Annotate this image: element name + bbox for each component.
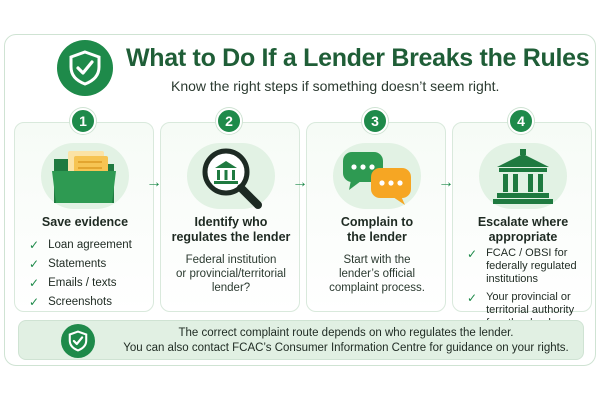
step-number-badge: 2 [216, 108, 242, 134]
page-subtitle: Know the right steps if something doesn’… [171, 78, 500, 94]
evidence-checklist: ✓Loan agreement ✓Statements ✓Emails / te… [29, 236, 132, 312]
step-title: Complain to the lender [340, 215, 414, 244]
arrow-right-icon: → [438, 174, 454, 191]
step-number-badge: 3 [362, 108, 388, 134]
step-number-badge: 1 [70, 108, 96, 134]
check-icon: ✓ [29, 276, 40, 290]
step-description: Federal institution or provincial/territ… [176, 254, 286, 294]
step-card-identify-regulator: Identify who regulates the lender Federa… [160, 122, 300, 312]
step-title: Escalate where appropriate [477, 215, 569, 244]
shield-check-icon [61, 324, 95, 358]
folder-documents-icon [15, 137, 155, 217]
footer-note: The correct complaint route depends on w… [18, 320, 584, 360]
page-title: What to Do If a Lender Breaks the Rules [126, 44, 590, 72]
list-item: ✓ FCAC / OBSI for federally regulated in… [467, 247, 577, 285]
escalation-options: ✓ FCAC / OBSI for federally regulated in… [467, 247, 589, 330]
footer-text: The correct complaint route depends on w… [123, 327, 569, 354]
step-title: Save evidence [41, 215, 129, 229]
step-card-save-evidence: Save evidence ✓Loan agreement ✓Statement… [14, 122, 154, 312]
chat-bubbles-icon [307, 137, 447, 217]
list-item: ✓Statements [29, 255, 132, 274]
shield-check-icon [57, 40, 113, 96]
list-item: ✓Emails / texts [29, 274, 132, 293]
step-description: Start with the lender’s official complai… [329, 254, 425, 294]
government-building-icon [453, 137, 593, 217]
step-card-complain: Complain to the lender Start with the le… [306, 122, 446, 312]
arrow-right-icon: → [292, 174, 308, 191]
list-item: ✓Screenshots [29, 293, 132, 312]
check-icon: ✓ [29, 257, 40, 271]
step-number-badge: 4 [508, 108, 534, 134]
check-icon: ✓ [29, 238, 40, 252]
magnifier-bank-icon [161, 137, 301, 217]
check-icon: ✓ [467, 247, 478, 261]
step-card-escalate: Escalate where appropriate ✓ FCAC / OBSI… [452, 122, 593, 329]
list-item: ✓Loan agreement [29, 236, 132, 255]
check-icon: ✓ [467, 291, 478, 305]
check-icon: ✓ [29, 295, 40, 309]
step-title: Identify who regulates the lender [171, 215, 291, 244]
arrow-right-icon: → [146, 174, 162, 191]
